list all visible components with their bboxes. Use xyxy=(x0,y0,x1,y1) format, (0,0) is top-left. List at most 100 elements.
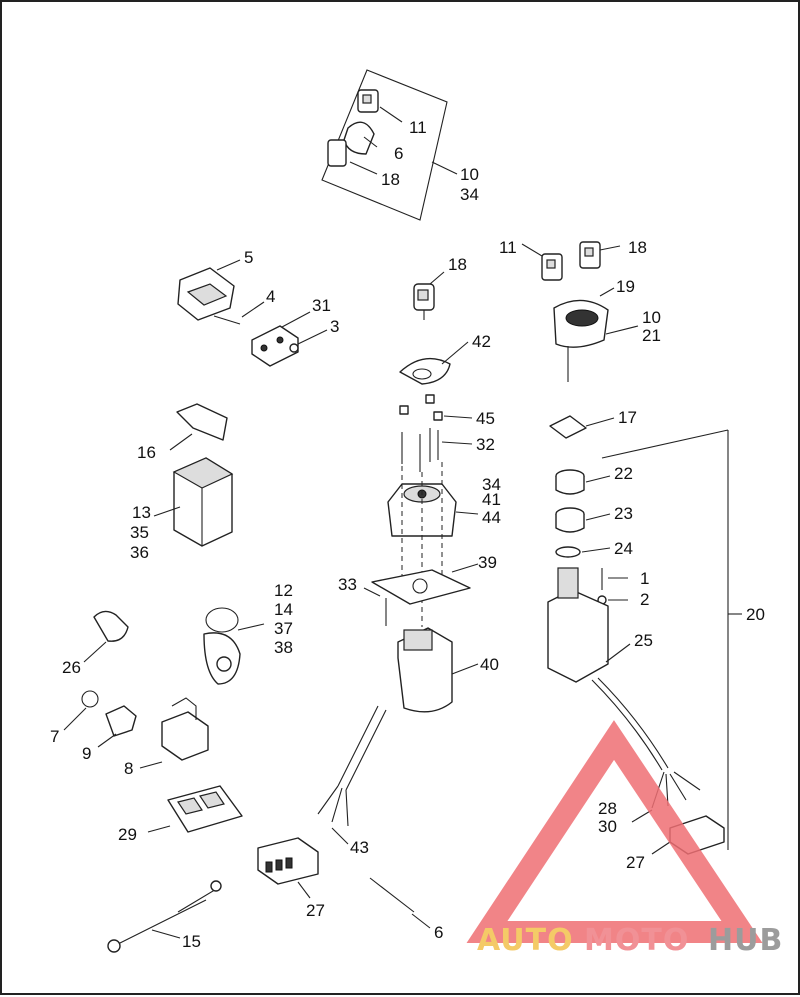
callout-10b: 10 xyxy=(642,308,661,327)
callout-24: 24 xyxy=(614,539,633,558)
leader-8 xyxy=(139,761,163,769)
callout-27a: 27 xyxy=(306,901,325,920)
callout-10a: 10 xyxy=(460,165,479,184)
callout-4: 4 xyxy=(266,287,275,306)
o-ring-7 xyxy=(81,690,99,708)
leader-45 xyxy=(443,415,473,419)
callout-labels: 11 6 18 10 34 5 4 31 3 16 13 35 36 26 12… xyxy=(50,118,765,951)
leader-31 xyxy=(281,311,311,328)
leader-25 xyxy=(605,643,631,663)
callout-33: 33 xyxy=(338,575,357,594)
callout-42: 42 xyxy=(472,332,491,351)
callout-18c: 18 xyxy=(628,238,647,257)
callout-34b: 34 xyxy=(482,475,501,494)
leader-37 xyxy=(237,623,265,631)
callout-45: 45 xyxy=(476,409,495,428)
tray-29 xyxy=(167,785,243,833)
callout-9: 9 xyxy=(82,744,91,763)
callout-17: 17 xyxy=(618,408,637,427)
callout-6b: 6 xyxy=(434,923,443,942)
callout-26: 26 xyxy=(62,658,81,677)
key-18-center-slot xyxy=(417,289,429,301)
sensor-26 xyxy=(93,610,129,642)
switch-31-terminal-b xyxy=(276,336,284,344)
cable-15-ring-terminal-b xyxy=(210,880,222,892)
leader-27a xyxy=(297,881,311,899)
callout-31: 31 xyxy=(312,296,331,315)
watermark-hub: HUB xyxy=(708,923,783,958)
leader-40 xyxy=(451,663,479,675)
watermark-triangle xyxy=(466,720,763,943)
switch-31 xyxy=(251,325,299,367)
harness-40-leads xyxy=(317,785,349,827)
switch-body-25-barrel xyxy=(557,567,579,599)
relay-8-bracket xyxy=(171,697,197,720)
leader-18a xyxy=(349,161,378,175)
cable-15 xyxy=(113,887,219,947)
plate-17 xyxy=(549,415,587,439)
bolt-4 xyxy=(213,315,241,325)
callout-8: 8 xyxy=(124,759,133,778)
callout-15: 15 xyxy=(182,932,201,951)
callout-1: 1 xyxy=(640,569,649,588)
switch-body-40-head xyxy=(403,629,433,651)
plate-42-hole xyxy=(412,368,432,380)
callout-34a: 34 xyxy=(460,185,479,204)
leader-7 xyxy=(63,707,87,731)
callout-6a: 6 xyxy=(394,144,403,163)
center-ignition-assembly xyxy=(317,271,479,845)
callout-22: 22 xyxy=(614,464,633,483)
cap-14-hole xyxy=(216,656,232,672)
callout-30: 30 xyxy=(598,817,617,836)
callout-35: 35 xyxy=(130,523,149,542)
leader-26 xyxy=(83,641,107,663)
cable-tie-6 xyxy=(369,877,415,913)
key-11-top-slot xyxy=(362,94,372,104)
leader-13 xyxy=(153,506,181,517)
harness-25 xyxy=(591,677,669,771)
leader-28 xyxy=(631,809,653,823)
leader-18b xyxy=(429,271,445,285)
plug-45c xyxy=(433,411,443,421)
callout-40: 40 xyxy=(480,655,499,674)
tray-29-cell-b xyxy=(199,791,225,809)
leader-11a xyxy=(379,106,403,123)
connector-27-left-pin-c xyxy=(285,857,293,869)
callout-5: 5 xyxy=(244,248,253,267)
plug-45a xyxy=(399,405,409,415)
small-parts-group xyxy=(63,607,265,833)
callout-3: 3 xyxy=(330,317,339,336)
watermark-auto: AUTO xyxy=(477,923,574,958)
housing-13-top xyxy=(172,457,234,489)
leader-6b xyxy=(411,913,431,929)
leader-9 xyxy=(97,733,117,748)
callout-11a: 11 xyxy=(409,118,427,137)
callout-11b: 11 xyxy=(499,238,517,257)
ring-22 xyxy=(555,476,585,495)
callout-27b: 27 xyxy=(626,853,645,872)
housing-group xyxy=(153,403,234,547)
callout-38: 38 xyxy=(274,638,293,657)
callout-28: 28 xyxy=(598,799,617,818)
key-set-group xyxy=(321,69,458,221)
callout-39: 39 xyxy=(478,553,497,572)
callout-36: 36 xyxy=(130,543,149,562)
nut-3 xyxy=(289,343,299,353)
connector-27-left-pin-b xyxy=(275,859,283,871)
leader-21 xyxy=(605,325,639,335)
watermark: AUTO MOTO HUB xyxy=(466,720,783,958)
switch-31-terminal-a xyxy=(260,344,268,352)
leader-10a xyxy=(431,161,458,175)
leader-3 xyxy=(297,329,328,345)
cable-15-ring-terminal-a xyxy=(107,939,121,953)
harness-40 xyxy=(337,705,387,791)
tray-29-cell-a xyxy=(177,797,203,815)
leader-19 xyxy=(599,287,615,297)
relay-8 xyxy=(161,711,209,761)
callout-32: 32 xyxy=(476,435,495,454)
switch-body-25 xyxy=(547,589,609,683)
leader-22 xyxy=(585,475,611,483)
callout-23: 23 xyxy=(614,504,633,523)
callout-43: 43 xyxy=(350,838,369,857)
